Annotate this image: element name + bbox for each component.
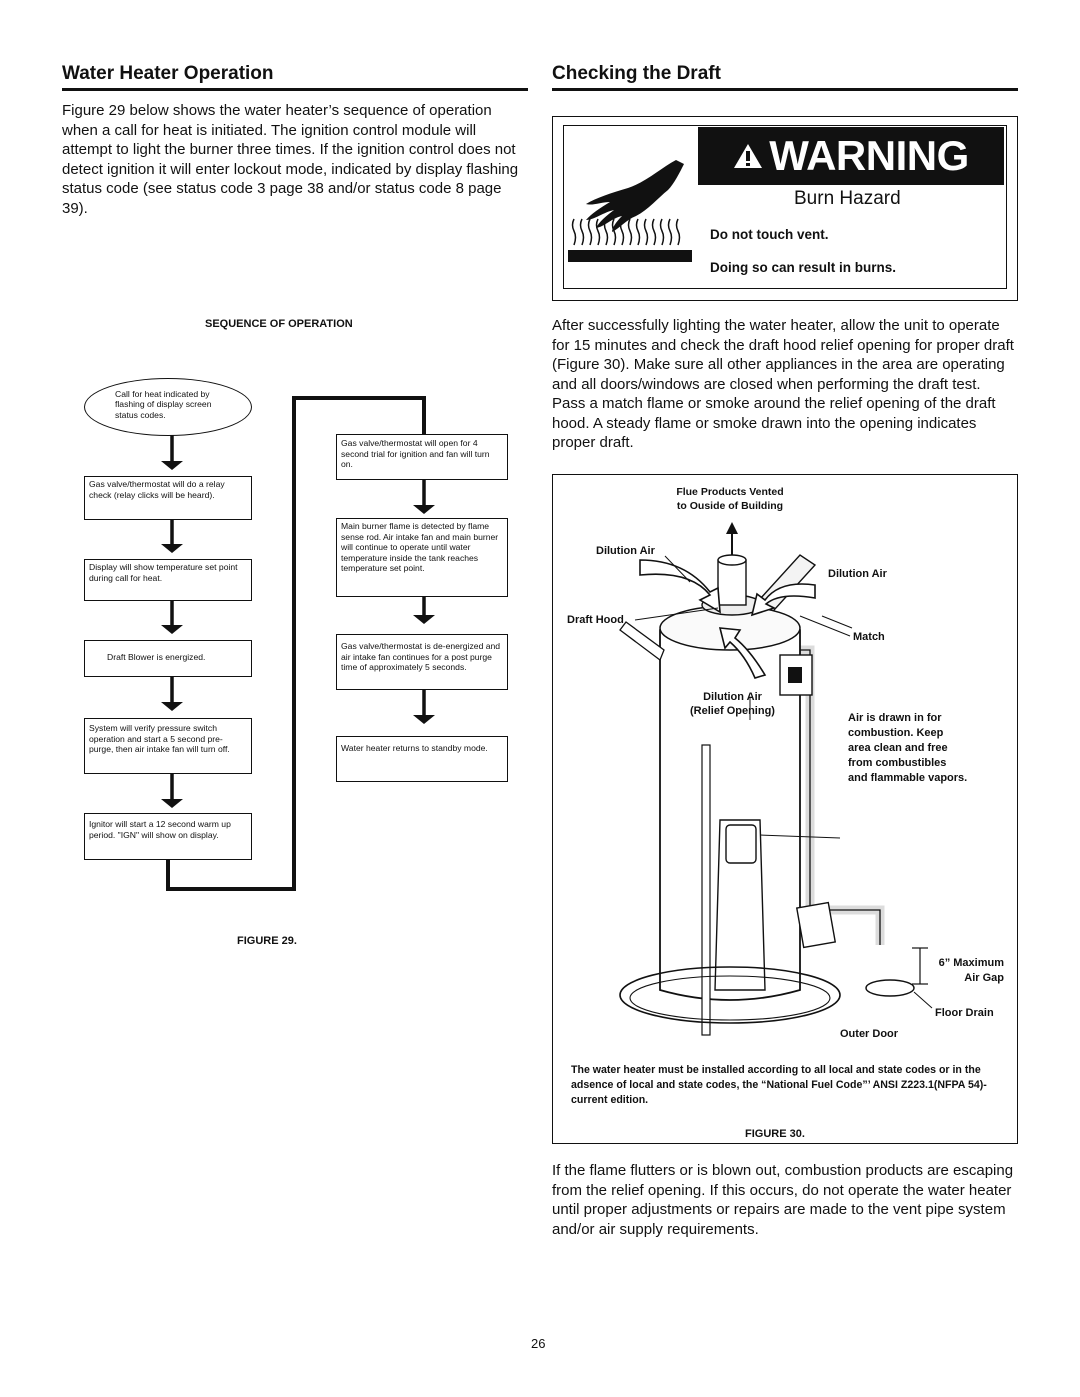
- operation-intro-paragraph: Figure 29 below shows the water heater’s…: [62, 102, 519, 217]
- water-heater-illustration: [619, 522, 933, 1036]
- figure-30-installation-note: The water heater must be installed accor…: [571, 1064, 987, 1106]
- warning-hazard-title: Burn Hazard: [794, 188, 901, 209]
- label-draft-hood: Draft Hood: [567, 614, 624, 626]
- figure-30-caption: FIGURE 30.: [745, 1128, 805, 1140]
- warning-line-1: Do not touch vent.: [710, 227, 829, 242]
- right-heading-rule: [552, 88, 1018, 91]
- step-call-for-heat: Call for heat indicated by flashing of d…: [84, 378, 252, 436]
- draft-check-paragraph: After successfully lighting the water he…: [552, 317, 1014, 451]
- warning-signal-word: WARNING: [769, 132, 969, 179]
- step-gas-valve-open: Gas valve/thermostat will open for 4 sec…: [336, 434, 508, 480]
- step-verify-pressure: System will verify pressure switch opera…: [84, 718, 252, 774]
- label-dilution-air-left: Dilution Air: [596, 545, 655, 557]
- warning-label-inner-border: [563, 125, 1007, 289]
- flame-flutter-paragraph: If the flame flutters or is blown out, c…: [552, 1162, 1014, 1238]
- page-number: 26: [531, 1336, 546, 1351]
- sequence-flow-connectors: [161, 396, 435, 891]
- label-air-drawn-in: Air is drawn in for combustion. Keep are…: [848, 712, 968, 784]
- figure-30-frame: [552, 474, 1018, 1144]
- label-air-gap: 6” Maximum Air Gap: [938, 957, 1004, 984]
- step-relay-check: Gas valve/thermostat will do a relay che…: [84, 476, 252, 520]
- step-post-purge: Gas valve/thermostat is de-energized and…: [336, 634, 508, 690]
- warning-label: [552, 116, 1018, 301]
- step-display-temperature: Display will show temperature set point …: [84, 559, 252, 601]
- warning-line-2: Doing so can result in burns.: [710, 260, 897, 275]
- step-flame-detected: Main burner flame is detected by flame s…: [336, 518, 508, 597]
- label-dilution-air-right: Dilution Air: [828, 568, 887, 580]
- left-heading-rule: [62, 88, 528, 91]
- label-dilution-air-relief: Dilution Air (Relief Opening): [690, 691, 775, 717]
- alert-triangle-icon: [734, 144, 763, 168]
- step-standby: Water heater returns to standby mode.: [336, 736, 508, 782]
- label-outer-door: Outer Door: [840, 1028, 899, 1040]
- label-match: Match: [853, 631, 885, 643]
- checking-draft-heading: Checking the Draft: [552, 63, 721, 84]
- sequence-diagram-title: SEQUENCE OF OPERATION: [205, 318, 353, 330]
- water-heater-operation-heading: Water Heater Operation: [62, 63, 274, 84]
- step-draft-blower: Draft Blower is energized.: [84, 640, 252, 677]
- step-ignitor-warmup: Ignitor will start a 12 second warm up p…: [84, 813, 252, 860]
- figure-29-caption: FIGURE 29.: [237, 935, 297, 947]
- label-flue-products: Flue Products Vented to Ouside of Buildi…: [676, 486, 784, 512]
- hand-heat-burn-icon: [568, 160, 692, 262]
- label-floor-drain: Floor Drain: [935, 1007, 994, 1019]
- warning-banner: WARNING: [698, 127, 1004, 185]
